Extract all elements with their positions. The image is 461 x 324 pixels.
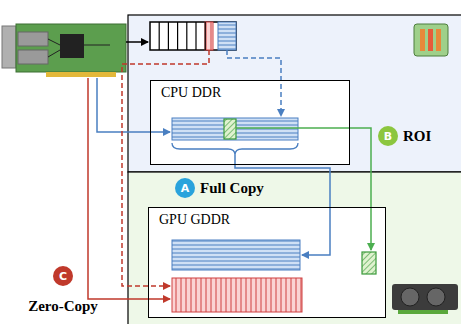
- box-fill: [148, 207, 386, 318]
- nic-port: [18, 50, 48, 64]
- nic-port: [18, 32, 48, 46]
- box-title: GPU GDDR: [159, 212, 230, 228]
- ring-divider: [186, 22, 187, 50]
- cpu-bar: [436, 29, 441, 51]
- cpu-buffer: [172, 118, 298, 140]
- cpu-bar: [420, 29, 425, 51]
- full-copy-flow: [227, 50, 281, 116]
- callout-label: C Zero-Copy: [4, 266, 122, 315]
- callout-letter: A: [175, 178, 195, 198]
- gpu-icon: [392, 284, 458, 314]
- nic-contacts: [46, 72, 116, 77]
- nic-chip: [60, 34, 84, 58]
- ring-divider: [205, 22, 206, 50]
- ring-buffer: [150, 22, 236, 50]
- roi-region: [224, 119, 236, 139]
- nic-trace: [48, 39, 60, 45]
- memory-box: CPU DDR: [150, 80, 350, 165]
- ring-slot-blue: [218, 22, 236, 50]
- gpu-shroud: [392, 284, 458, 310]
- cpu-icon: [414, 24, 448, 56]
- host-region: [128, 15, 461, 172]
- callout-caption: Zero-Copy: [28, 298, 98, 315]
- callout-label: B ROI: [378, 126, 431, 146]
- gpu-roi-buffer: [362, 252, 376, 274]
- nic-card: [2, 24, 126, 77]
- callout-caption: Full Copy: [200, 180, 264, 197]
- full-copy-flow: [235, 155, 330, 255]
- nic-trace: [48, 50, 60, 57]
- ring-divider: [177, 22, 178, 50]
- packet-flow: [126, 41, 148, 43]
- nic-bracket: [2, 26, 16, 68]
- ring-divider: [159, 22, 160, 50]
- ring-slot-red: [205, 22, 213, 50]
- gpu-buffer: [172, 240, 300, 270]
- bracket: [172, 143, 298, 155]
- zero-copy-flow: [88, 78, 170, 299]
- memory-box: GPU GDDR: [148, 207, 386, 318]
- box-fill: [150, 80, 350, 165]
- gpu-zero-copy-buffer: [172, 278, 302, 312]
- gpu-pcb: [398, 310, 448, 314]
- callout-letter: B: [378, 126, 398, 146]
- box-title: CPU DDR: [161, 85, 221, 101]
- gpu-fan: [401, 288, 419, 306]
- cpu-bar: [428, 29, 433, 51]
- callout-letter: C: [53, 266, 73, 286]
- gpu-region: [128, 172, 461, 324]
- cpu-package: [414, 24, 448, 56]
- full-copy-flow: [97, 78, 170, 132]
- callout-caption: ROI: [403, 128, 431, 145]
- nic-trace: [84, 45, 110, 46]
- callout-label: A Full Copy: [175, 178, 264, 198]
- ring-divider: [168, 22, 169, 50]
- ring-outline: [150, 22, 236, 50]
- ring-divider: [195, 22, 196, 50]
- gpu-fan: [427, 288, 445, 306]
- nic-board: [16, 24, 126, 72]
